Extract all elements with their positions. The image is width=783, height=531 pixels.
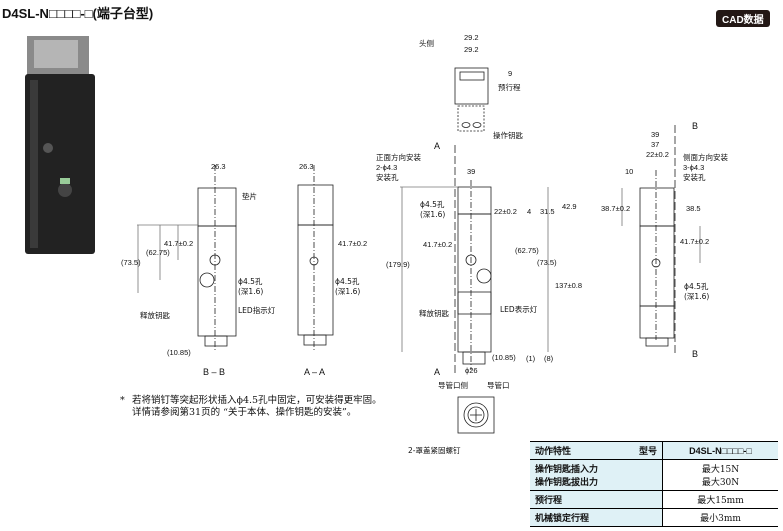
conduit-side-label: 导管口侧 [438,381,468,390]
dim-62-75-front: (62.75) [515,246,539,255]
hole-4-5-front: ϕ4.5孔 [420,200,445,209]
dim-22-side: 22±0.2 [646,150,669,159]
release-key-bb: 释放钥匙 [140,311,170,320]
side-holes-label: 3-ϕ4.3 [683,163,705,172]
dim-137: 137±0.8 [555,281,583,290]
dim-29-2-inner: 29.2 [464,45,479,54]
led-bb: LED指示灯 [238,306,276,315]
front-holes-label: 2-ϕ4.3 [376,163,398,172]
section-b-bottom: B [692,349,699,359]
dim-39-front: 39 [467,167,476,176]
dim-8: (8) [544,354,554,363]
dim-42-9: 42.9 [562,202,577,211]
dim-37: 37 [651,140,660,149]
dim-62-75-bb: (62.75) [146,248,170,257]
cover-screws-label: 2-罩盖紧固螺钉 [408,446,461,455]
header-model-value: D4SL-N□□□□-□ [662,441,778,460]
dim-41-7-bb: 41.7±0.2 [164,239,194,248]
dim-38-7: 38.7±0.2 [601,204,631,213]
installation-note: * 若将销钉等突起形状插入ϕ4.5孔中固定，可安装得更牢固。 详情请参阅第31页… [120,395,390,419]
depth-aa: (深1.6) [335,287,361,296]
dim-26-3-aa: 26.3 [299,162,314,171]
dim-10-85-bb: (10.85) [167,348,191,357]
head-label: 头侧 [419,39,434,48]
hole-4-5-bb: ϕ4.5孔 [238,277,263,286]
dim-41-7-front: 41.7±0.2 [423,240,453,249]
section-a-bottom: A [434,367,441,377]
gasket-label: 垫片 [242,192,257,201]
product-photo [25,36,95,254]
led-front: LED表示灯 [500,305,538,314]
row-value-pull-force: 最大30N [701,478,740,488]
release-key-front: 释放钥匙 [419,309,449,318]
dim-73-5-bb: (73.5) [121,258,141,267]
dim-10: 10 [625,167,634,176]
cad-data-badge[interactable]: CAD数据 [716,10,770,27]
section-a-top: A [434,141,441,151]
operating-characteristics-table: 动作特性 型号 D4SL-N□□□□-□ 操作钥匙插入力操作钥匙拔出力 最大15N… [530,441,778,527]
dim-26: ϕ26 [465,366,478,375]
note-marker: * [120,395,125,406]
side-mount-label: 侧面方向安装 [683,153,728,162]
note-line-1: 若将销钉等突起形状插入ϕ4.5孔中固定，可安装得更牢固。 [132,395,382,406]
table-row: 机械锁定行程 最小3mm [530,508,778,527]
dim-22-front: 22±0.2 [494,207,517,216]
row-value-pretravel: 最大15mm [662,490,778,509]
header-model: 型号 [638,447,657,457]
conduit-label: 导管口 [487,381,510,390]
dim-26-3-bb: 26.3 [211,162,226,171]
row-value-insert-force: 最大15N [701,465,740,475]
row-label-lock-stroke: 机械锁定行程 [530,508,663,527]
dim-1: (1) [526,354,536,363]
table-row: 预行程 最大15mm [530,490,778,509]
table-row: 操作钥匙插入力操作钥匙拔出力 最大15N 最大30N [530,459,778,491]
pretravel-label: 预行程 [498,83,521,92]
depth-bb: (深1.6) [238,287,264,296]
hole-4-5-side: ϕ4.5孔 [684,282,709,291]
hole-4-5-aa: ϕ4.5孔 [335,277,360,286]
dim-10-85-front: (10.85) [492,353,516,362]
dim-41-7-aa: 41.7±0.2 [338,239,368,248]
view-bb-label: B – B [203,367,226,377]
front-mount-hole-label: 安装孔 [376,173,399,182]
section-b-top: B [692,121,699,131]
header-characteristics: 动作特性 [535,447,572,457]
dim-4: 4 [527,207,532,216]
dim-38-5: 38.5 [686,204,701,213]
row-label-insert-force: 操作钥匙插入力 [535,465,599,475]
row-label-pretravel: 预行程 [530,490,663,509]
depth-side: (深1.6) [684,292,710,301]
dim-9: 9 [508,69,513,78]
row-value-lock-stroke: 最小3mm [662,508,778,527]
dim-29-2-outer: 29.2 [464,33,479,42]
note-line-2: 详情请参阅第31页的 “关于本体、操作钥匙的安装”。 [132,407,357,418]
depth-front: (深1.6) [420,210,446,219]
row-label-pull-force: 操作钥匙拔出力 [535,478,599,488]
operation-key-label: 操作钥匙 [493,131,523,140]
front-mount-label: 正面方向安装 [376,153,421,162]
dim-39-side: 39 [651,130,660,139]
dim-179-9: (179.9) [386,260,410,269]
dim-73-5-front: (73.5) [537,258,557,267]
side-mount-hole-label: 安装孔 [683,173,706,182]
dim-31-5: 31.5 [540,207,555,216]
table-header-row: 动作特性 型号 D4SL-N□□□□-□ [530,441,778,460]
view-aa-label: A – A [304,367,326,377]
dim-41-7-side: 41.7±0.2 [680,237,710,246]
page-title: D4SL-N□□□□-□(端子台型) [2,6,154,21]
